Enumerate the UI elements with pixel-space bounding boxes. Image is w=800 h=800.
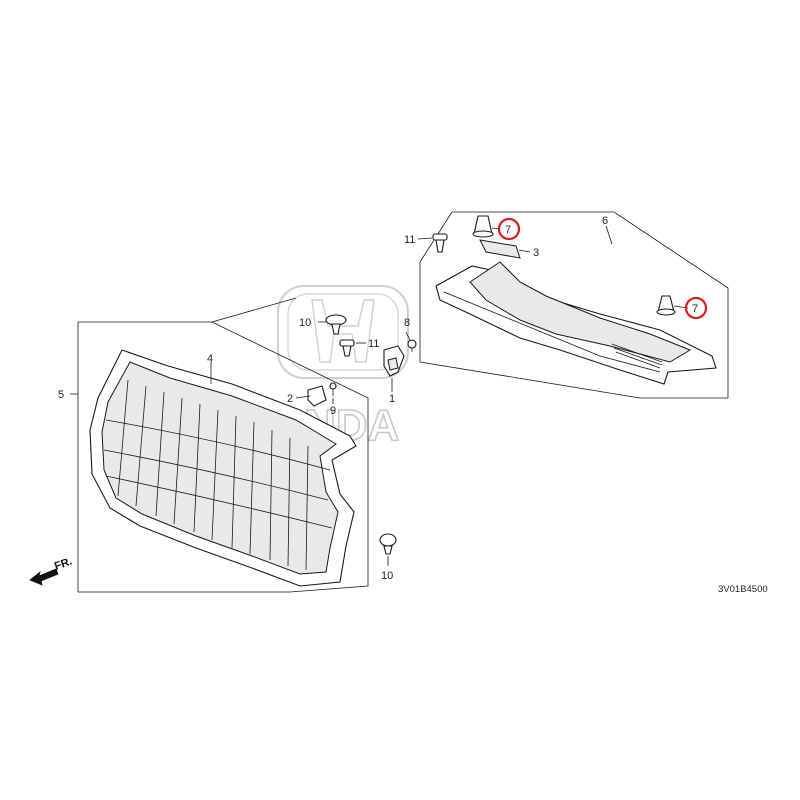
callout-1: 1 <box>389 393 395 405</box>
callout-7-right: 7 <box>692 303 698 315</box>
leader-lines <box>70 225 689 566</box>
rubber-stopper-right <box>656 295 676 316</box>
diagram-code: 3V01B4500 <box>718 584 768 595</box>
grille-vertical-bars <box>117 379 309 571</box>
callout-10-lower: 10 <box>381 570 393 582</box>
front-arrow-icon <box>29 568 59 586</box>
callout-3: 3 <box>533 247 539 259</box>
callout-11-middle: 11 <box>368 338 379 350</box>
highlight-ring-7-right <box>684 296 708 320</box>
screw-9 <box>329 382 337 396</box>
rubber-stopper-left <box>472 215 494 238</box>
clip-10-lower <box>379 533 397 555</box>
grille-assembly-frame <box>77 297 369 593</box>
bolt-8 <box>407 339 417 352</box>
callout-10-upper: 10 <box>299 317 311 329</box>
front-label: FR. <box>53 555 74 572</box>
callout-8: 8 <box>404 317 410 329</box>
callouts: 5 4 2 9 1 8 10 11 11 3 6 10 7 7 <box>58 215 708 582</box>
highlight-ring-7-left <box>497 217 521 241</box>
label-pad <box>479 239 521 259</box>
clip-11-upper <box>432 233 448 253</box>
callout-6: 6 <box>602 215 608 227</box>
bracket-2 <box>307 385 327 407</box>
callout-11-upper: 11 <box>404 234 415 246</box>
callout-2: 2 <box>287 393 293 405</box>
callout-9: 9 <box>330 405 336 417</box>
clip-10-upper <box>325 314 347 335</box>
callout-7-left: 7 <box>505 224 511 236</box>
radiator-grille <box>89 349 357 587</box>
grille-horizontal-bars <box>103 419 333 529</box>
callout-4: 4 <box>207 353 213 365</box>
upper-cover <box>435 261 717 385</box>
clip-11-middle <box>339 339 355 357</box>
front-direction-indicator: FR. <box>29 555 74 586</box>
cover-vent-slats <box>611 343 663 369</box>
callout-5: 5 <box>58 389 64 401</box>
bracket-1 <box>383 345 405 377</box>
